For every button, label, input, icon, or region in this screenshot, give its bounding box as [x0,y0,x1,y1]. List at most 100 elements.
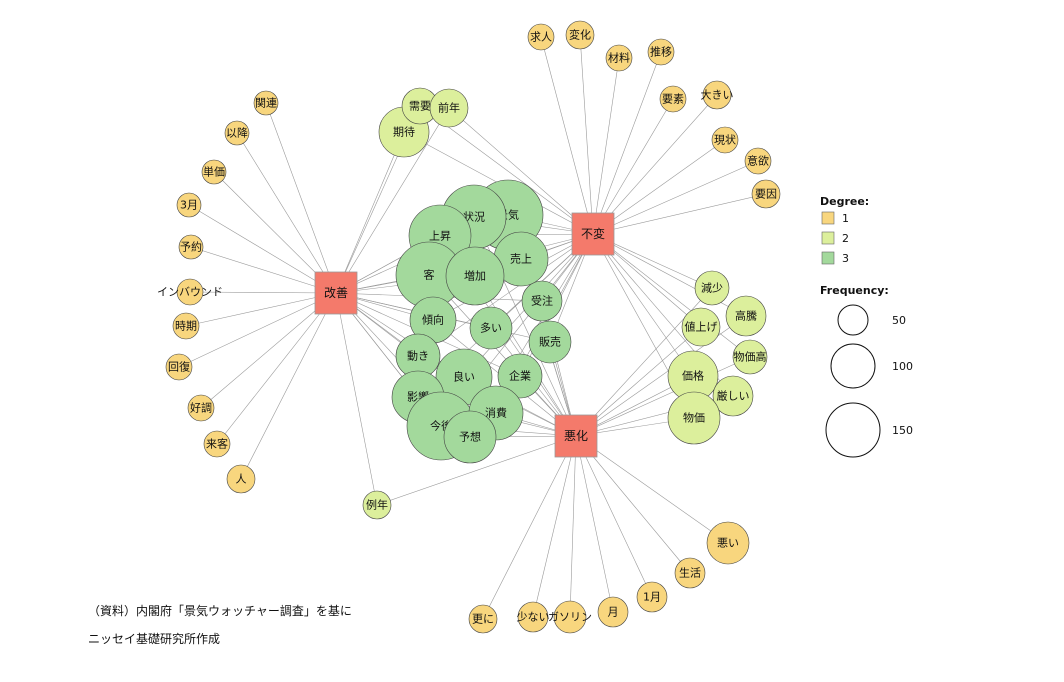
node-label: 更に [472,613,494,626]
node-circle [178,234,204,260]
node-label: 人 [236,473,247,486]
node-circle [712,375,754,417]
node-circle [187,394,215,422]
source-note-line-2: ニッセイ基礎研究所作成 [88,632,221,646]
node-circle [362,490,392,520]
node-reinen: 例年 [362,490,392,520]
node-yosou: 予想 [443,410,497,464]
node-kakaku: 価格 [667,350,719,402]
edge-gasoline-akka [569,435,577,618]
node-circle [253,90,279,116]
node-sarani: 更に [468,604,498,634]
edge-kouchou-kaizen [200,292,337,409]
legend-frequency-label: 50 [892,314,906,327]
node-ooi: 多い [469,306,513,350]
node-circle [517,601,549,633]
node-label: 予想 [459,430,481,444]
node-label: インバウンド [157,286,223,299]
node-label: 例年 [366,498,388,512]
node-label: 期待 [393,125,415,139]
node-circle [201,159,227,185]
node-label: 要素 [662,93,684,106]
hub-box [554,414,598,458]
node-label: 来客 [206,437,228,451]
edge-ikou-kaizen [236,132,337,294]
node-circle [636,581,668,613]
edge-sarani-akka [482,435,577,620]
node-jiki: 時期 [172,312,200,340]
edge-bukkadaka-fuhen [592,233,751,358]
node-yoyaku: 予約 [178,234,204,260]
node-kibishii: 厳しい [712,375,754,417]
edge-youso-fuhen [592,98,674,235]
edge-bukkadaka-akka [575,356,751,437]
node-neage: 値上げ [681,307,721,347]
node-circle [702,80,732,110]
node-label: 販売 [539,336,561,349]
edge-reinen-akka [376,435,577,506]
legend-frequency-label: 100 [892,360,913,373]
hub-label: 不変 [581,226,605,241]
node-circle [521,280,563,322]
legend-degree-label: 2 [842,232,849,245]
edge-jiki-kaizen [185,292,337,327]
legend-degree-title: Degree: [820,195,869,208]
hub-label: 悪化 [564,429,588,443]
node-label: 求人 [530,31,552,44]
node-iyoku: 意欲 [744,147,772,175]
edge-juyou-fuhen [419,105,594,235]
node-label: 大きい [701,88,734,102]
node-tanka: 単価 [201,159,227,185]
edge-kyaku-akka [428,274,577,437]
node-circle [165,353,193,381]
edge-seikatsu-akka [575,435,691,574]
node-keikou: 傾向 [409,296,457,344]
legend-frequency-circle [830,343,876,389]
node-label: 材料 [608,51,630,65]
node-label: 多い [480,321,502,335]
legend-degree-label: 3 [842,252,849,265]
source-note-line-1: （資料）内閣府「景気ウォッチャー調査」を基に [88,604,352,618]
hub-label: 改善 [324,285,348,300]
edge-kitai-kaizen [335,131,405,294]
node-juchuu: 受注 [521,280,563,322]
node-inbound: インバウンド [157,278,223,306]
node-circle [497,353,543,399]
node-3gatsu: 3月 [176,192,202,218]
nodes-layer: 関連以降単価3月予約インバウンド時期回復好調来客人例年期待需要前年求人変化材料推… [157,20,781,634]
hub-box [571,212,615,256]
node-youso: 要素 [659,85,687,113]
node-label: 少ない [517,611,550,624]
edge-inbound-kaizen [189,291,337,294]
node-label: 時期 [175,320,197,333]
node-genshou: 減少 [694,270,730,306]
edge-suii-fuhen [592,51,662,235]
node-label: 回復 [168,361,190,374]
node-circle [674,557,706,589]
edge-hito-kaizen [240,292,337,480]
node-ikou: 以降 [224,120,250,146]
node-circle [681,307,721,347]
node-label: 厳しい [717,389,750,403]
node-label: 単価 [203,165,225,179]
edge-sukunai-akka [532,435,577,618]
node-label: 企業 [509,369,531,383]
node-label: 変化 [569,28,591,42]
edge-tsuki-akka [575,435,614,613]
node-youin: 要因 [751,179,781,209]
node-label: 価格 [682,369,704,383]
node-circle [751,179,781,209]
node-label: 需要 [409,100,431,113]
node-label: 物価高 [734,350,767,364]
node-label: 売上 [510,253,532,266]
node-koutou: 高騰 [725,295,767,337]
edge-genjou-fuhen [592,139,726,235]
node-label: 高騰 [735,309,757,323]
node-hanbai: 販売 [528,320,572,364]
node-label: ガソリン [548,611,592,624]
edge-zairyou-fuhen [592,57,620,235]
node-kigyou: 企業 [497,353,543,399]
node-circle [732,339,768,375]
legend-frequency-label: 150 [892,424,913,437]
